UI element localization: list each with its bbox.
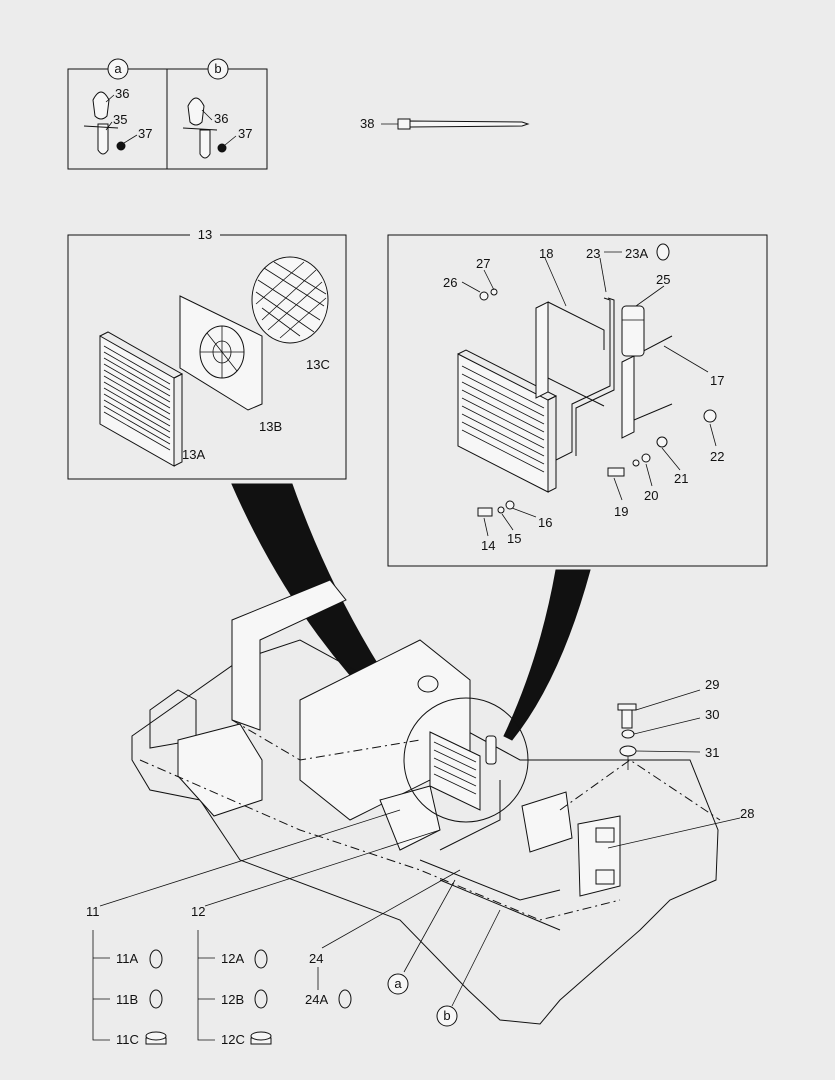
cap-icon	[250, 1031, 272, 1045]
hose-sub-12a: 12A	[221, 951, 244, 966]
mount-hardware: 29 30 31 28	[607, 677, 754, 849]
kit-part-13b: 13B	[259, 419, 282, 434]
kit-part-13a: 13A	[182, 447, 205, 462]
cooler-label-19: 19	[614, 504, 628, 519]
cooler-label-25: 25	[656, 272, 670, 287]
mount-label-30: 30	[705, 707, 719, 722]
cooler-label-20: 20	[644, 488, 658, 503]
machine-assembly	[131, 579, 721, 1025]
hose-sub-11c: 11C	[116, 1032, 139, 1047]
hose-label-24: 24	[309, 951, 323, 966]
detail-a-label-36: 36	[115, 86, 129, 101]
hose-sub-11b: 11B	[116, 992, 138, 1007]
hose-label-12: 12	[191, 904, 205, 919]
o-ring-icon	[338, 989, 352, 1009]
detail-a: a 36 35 37	[83, 58, 152, 155]
detail-a-label-37: 37	[138, 126, 152, 141]
detail-a-circle-label: a	[114, 61, 122, 76]
cooler-label-27: 27	[476, 256, 490, 271]
cooler-label-16: 16	[538, 515, 552, 530]
kit-box-13: 13 13A 13B	[67, 227, 347, 480]
hose-sub-12c: 12C	[221, 1032, 245, 1047]
oil-cooler-box: 18 23 23A 27 26 25 17 22 21 20 19 16 15 …	[387, 234, 768, 567]
o-ring-icon	[149, 989, 163, 1009]
cooler-label-23: 23	[586, 246, 600, 261]
callout-pointer-right	[503, 569, 591, 741]
cooler-label-15: 15	[507, 531, 521, 546]
mount-label-29: 29	[705, 677, 719, 692]
o-ring-icon	[254, 989, 268, 1009]
o-ring-icon	[254, 949, 268, 969]
detail-b-label-37: 37	[238, 126, 252, 141]
cable-tie-label: 38	[360, 116, 374, 131]
mount-label-31: 31	[705, 745, 719, 760]
detail-b-label-36: 36	[214, 111, 228, 126]
cooler-label-23a: 23A	[625, 246, 648, 261]
hose-legend: 11 12 24 11A 11B 11C 12A 12B 12C 24A	[86, 809, 501, 1047]
cooler-label-17: 17	[710, 373, 724, 388]
cooler-label-18: 18	[539, 246, 553, 261]
shroud-13b: 13B	[179, 295, 282, 434]
detail-a-label-35: 35	[113, 112, 127, 127]
detail-box-a-b: a 36 35 37 b 36 37	[67, 58, 268, 170]
cable-tie-38: 38	[360, 116, 530, 131]
location-circle-b: b	[443, 1008, 450, 1023]
fan-guard-13c: 13C	[251, 256, 330, 372]
hose-sub-24a: 24A	[305, 992, 328, 1007]
cooler-label-14: 14	[481, 538, 495, 553]
hose-label-11: 11	[86, 904, 100, 919]
radiator-13a: 13A	[99, 331, 205, 467]
cap-icon	[145, 1031, 167, 1045]
detail-b-circle-label: b	[214, 61, 221, 76]
kit-label: 13	[198, 227, 212, 242]
cooler-location-circle	[403, 697, 529, 823]
hose-sub-11a: 11A	[116, 951, 138, 966]
mount-label-28: 28	[740, 806, 754, 821]
o-ring-icon	[149, 949, 163, 969]
detail-b: b 36 37	[182, 58, 252, 159]
cooler-label-21: 21	[674, 471, 688, 486]
hose-sub-12b: 12B	[221, 992, 244, 1007]
location-circle-a: a	[394, 976, 402, 991]
kit-part-13c: 13C	[306, 357, 330, 372]
cooler-label-26: 26	[443, 275, 457, 290]
cooler-label-22: 22	[710, 449, 724, 464]
